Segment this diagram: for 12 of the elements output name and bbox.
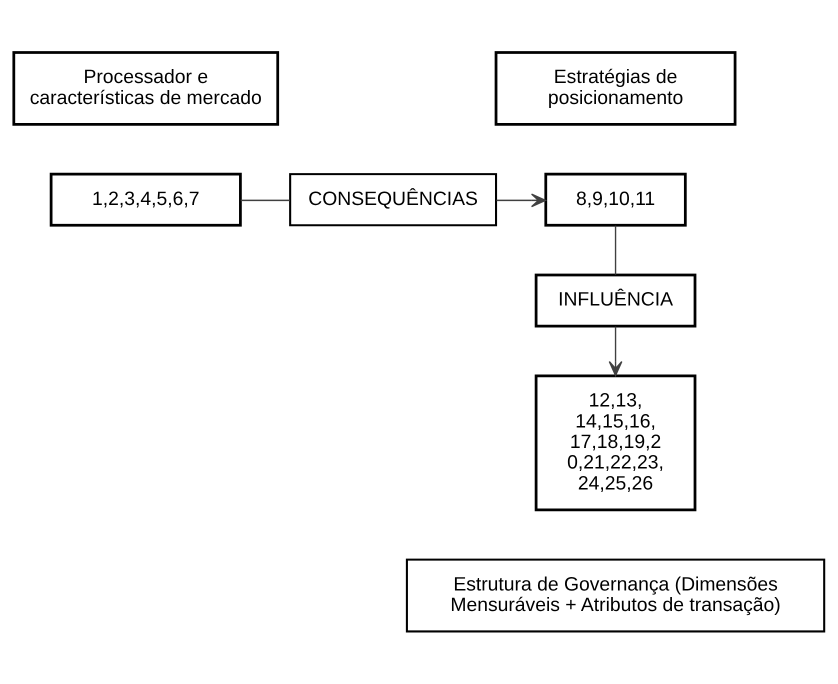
node-box: 12,13, 14,15,16, 17,18,19,2 0,21,22,23, 24,25,26 bbox=[534, 374, 696, 512]
node-box: 1,2,3,4,5,6,7 bbox=[50, 172, 242, 227]
node-box: CONSEQUÊNCIAS bbox=[289, 173, 498, 226]
connector bbox=[614, 226, 616, 275]
node-box: INFLUÊNCIA bbox=[534, 274, 696, 328]
arrow bbox=[496, 193, 546, 208]
arrow bbox=[608, 326, 622, 376]
node-box: Estratégias de posicionamento bbox=[494, 51, 736, 126]
connector bbox=[240, 200, 290, 202]
node-box: Processador e características de mercado bbox=[12, 51, 280, 126]
node-box: 8,9,10,11 bbox=[544, 172, 687, 227]
node-box: Estrutura de Governança (Dimensões Mensuráveis + Atributos de transação) bbox=[406, 558, 826, 633]
